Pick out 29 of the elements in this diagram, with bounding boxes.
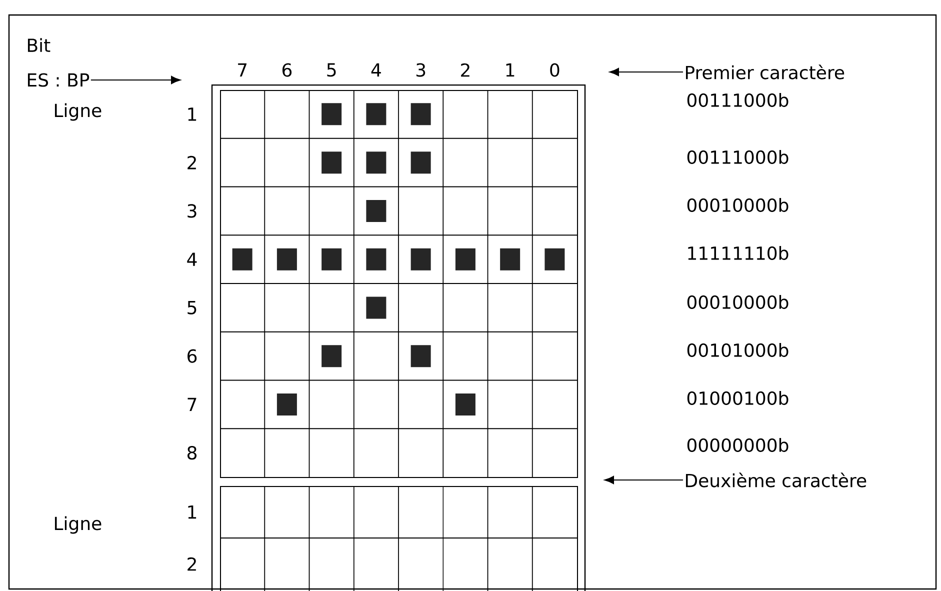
binary-value: 00111000b bbox=[687, 150, 788, 164]
node-label: ES : BP bbox=[28, 73, 90, 87]
node-label: Premier caractère bbox=[686, 64, 844, 80]
row-number: 1 bbox=[188, 108, 196, 121]
pixel-grid-drawing bbox=[220, 486, 578, 591]
axis-label: Bit bbox=[28, 38, 50, 52]
axis-label: Ligne bbox=[54, 103, 102, 121]
row-number: 8 bbox=[188, 446, 196, 460]
binary-value: 00010000b bbox=[687, 198, 788, 212]
binary-value: 11111110b bbox=[688, 246, 788, 260]
axis-label: Ligne bbox=[54, 516, 102, 534]
arrow bbox=[604, 476, 684, 484]
row-number: 7 bbox=[188, 398, 196, 411]
binary-value: 01000100b bbox=[687, 391, 788, 405]
pixel-grid-drawing bbox=[220, 90, 578, 478]
binary-value: 00111000b bbox=[687, 93, 788, 107]
row-number: 2 bbox=[188, 557, 196, 571]
arrow bbox=[609, 68, 684, 76]
row-number: 1 bbox=[188, 505, 196, 519]
node-label: Deuxième caractère bbox=[686, 472, 866, 488]
binary-value: 00010000b bbox=[687, 295, 788, 309]
row-number: 4 bbox=[187, 252, 197, 266]
row-number: 6 bbox=[188, 349, 197, 363]
binary-value: 00000000b bbox=[687, 438, 788, 452]
row-number: 3 bbox=[188, 204, 196, 218]
binary-value: 00101000b bbox=[687, 343, 788, 357]
row-number: 5 bbox=[188, 301, 196, 314]
arrow bbox=[90, 76, 181, 84]
row-number: 2 bbox=[188, 156, 196, 170]
